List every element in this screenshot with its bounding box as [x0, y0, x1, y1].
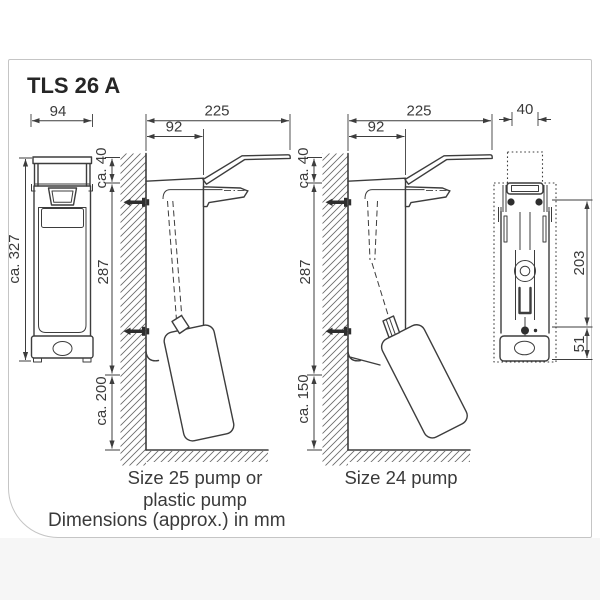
body-sides [33, 185, 92, 337]
slot-right [542, 215, 547, 243]
housing-outline [347, 177, 407, 333]
dim-label: 94 [50, 103, 67, 120]
wall-hatch [322, 153, 348, 466]
pivot-dot [521, 326, 529, 335]
dim-label: ca. 40 [93, 148, 110, 189]
housing-bottom-curve [145, 351, 160, 362]
dim-label: 225 [406, 103, 431, 120]
rail-dotted-outline [506, 151, 544, 184]
dim-label: 287 [95, 259, 112, 284]
bottle-tilted [380, 324, 468, 439]
pivot-dot-small [533, 328, 538, 333]
push-pedal-inner [51, 190, 74, 203]
lock-inner-circle [519, 265, 531, 277]
dim-label: 92 [166, 119, 183, 136]
pump-nozzle-stripes [385, 317, 396, 336]
label-window [41, 208, 84, 228]
dim-label: 287 [297, 259, 314, 284]
housing-bottom-curve [347, 351, 381, 366]
page-title: TLS 26 A [27, 73, 120, 98]
body-sides-rear [500, 210, 550, 334]
floor-hatch [146, 451, 268, 462]
pump-spout [202, 186, 249, 208]
screw-head-left [507, 198, 515, 206]
dim-front-height: ca. 327 [6, 157, 32, 362]
dim-total-depth: 225 [347, 103, 493, 151]
slot-left [503, 215, 508, 243]
side-view-size25: 225 92 ca. 40 287 ca. 200 Size 25 pump o… [93, 103, 291, 510]
feet [33, 357, 92, 363]
inner-mechanism-line [162, 189, 223, 200]
dim-front-width: 94 [30, 103, 93, 127]
footer-note: Dimensions (approx.) in mm [48, 510, 286, 531]
dim-body-depth: 92 [147, 119, 204, 175]
front-view: 94 ca. 327 [6, 103, 94, 363]
wall-hatch [120, 153, 146, 466]
inner-mechanism-line [364, 189, 425, 200]
housing-outline [145, 177, 205, 333]
bottle-window-outline [38, 207, 87, 333]
bottle-tilted [163, 324, 235, 442]
bottom-cap-hole [52, 341, 73, 356]
dim-total-depth: 225 [145, 103, 291, 151]
dim-label: ca. 327 [6, 234, 23, 283]
caption-size25-line2: plastic pump [143, 489, 247, 510]
push-pedal [47, 187, 78, 206]
bottom-cap-hole-rear [514, 340, 535, 356]
bottle-neck-collar [171, 314, 190, 335]
dim-body-depth: 92 [349, 119, 406, 175]
suction-tube-dashed [367, 200, 391, 324]
dim-chain-left: ca. 40 287 ca. 200 [93, 148, 120, 451]
pump-spout [404, 186, 451, 208]
tube-rear [519, 212, 531, 250]
dim-chain-left: ca. 40 287 ca. 150 [295, 148, 322, 451]
floor-hatch [348, 451, 470, 462]
lever-arm [404, 154, 493, 185]
dim-label: ca. 200 [93, 376, 110, 425]
caption-size24: Size 24 pump [344, 467, 457, 488]
page-background-strip [0, 538, 600, 600]
dim-label: 92 [368, 119, 385, 136]
side-plates [502, 185, 548, 212]
dim-rear-bottom-offset: 51 [552, 328, 593, 360]
bottom-cap-rear [499, 335, 550, 362]
lock-outer-circle [514, 260, 536, 282]
caption-size25-line1: Size 25 pump or [128, 467, 263, 488]
lever-arm [202, 154, 291, 185]
dim-label: 203 [571, 250, 588, 275]
bottom-cap [30, 335, 94, 359]
dim-label: ca. 150 [295, 374, 312, 423]
dim-label: 225 [204, 103, 229, 120]
bracket-sides [33, 162, 91, 187]
bracket-top-bar [32, 156, 93, 165]
screw-head-right [535, 198, 543, 206]
lever-bar-inner [511, 185, 539, 192]
lever-bar-rear [506, 182, 544, 195]
dim-rear-width: 40 [499, 101, 551, 126]
dim-rear-height: 203 [552, 199, 593, 328]
dim-label: 40 [517, 101, 534, 118]
spec-sheet-card [8, 59, 592, 538]
side-view-size24: 225 92 ca. 40 287 ca. 150 Size 24 pump [295, 103, 493, 488]
channel-rear [515, 250, 535, 320]
dim-label: 51 [571, 336, 588, 353]
holder-bracket [518, 286, 532, 315]
dim-label: ca. 40 [295, 148, 312, 189]
rear-view: 40 203 51 [493, 101, 593, 363]
